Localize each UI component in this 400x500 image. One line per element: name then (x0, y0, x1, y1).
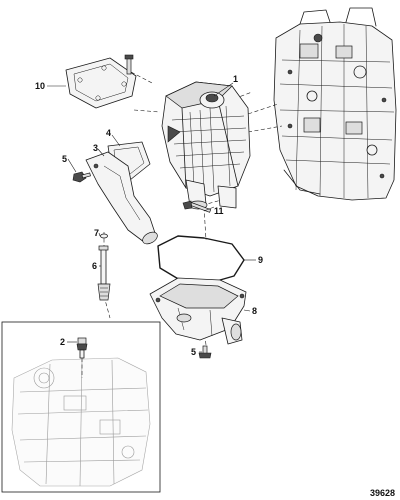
outlet-elbow (85, 151, 158, 245)
oil-sump-pan (149, 277, 247, 345)
sensor-fitting (76, 337, 88, 378)
callout-4: 4 (106, 128, 111, 138)
callout-10: 10 (35, 81, 45, 91)
mounting-bolt (182, 200, 212, 213)
figure-id: 39628 (370, 488, 395, 498)
cover-stud (124, 54, 134, 75)
oil-pickup-tube (97, 245, 111, 301)
engine-block (273, 7, 397, 201)
callout-2: 2 (60, 337, 65, 347)
callout-1: 1 (233, 74, 238, 84)
callout-9: 9 (258, 255, 263, 265)
elbow-bolt (72, 171, 91, 183)
cover-gasket (65, 57, 137, 109)
callout-3: 3 (93, 143, 98, 153)
callout-labels: 1 2 3 4 5 5 6 7 8 9 10 11 (35, 74, 263, 357)
callout-leaders (47, 82, 256, 353)
inset-view (1, 321, 161, 493)
callout-7: 7 (94, 228, 99, 238)
callout-5-lower: 5 (191, 347, 196, 357)
supercharger-housing (161, 81, 251, 210)
callout-5-upper: 5 (62, 154, 67, 164)
pan-drain-bolt (198, 345, 212, 359)
callout-8: 8 (252, 306, 257, 316)
callout-6: 6 (92, 261, 97, 271)
pan-gasket (157, 235, 245, 285)
pickup-o-ring (100, 233, 108, 239)
callout-11: 11 (214, 206, 224, 216)
